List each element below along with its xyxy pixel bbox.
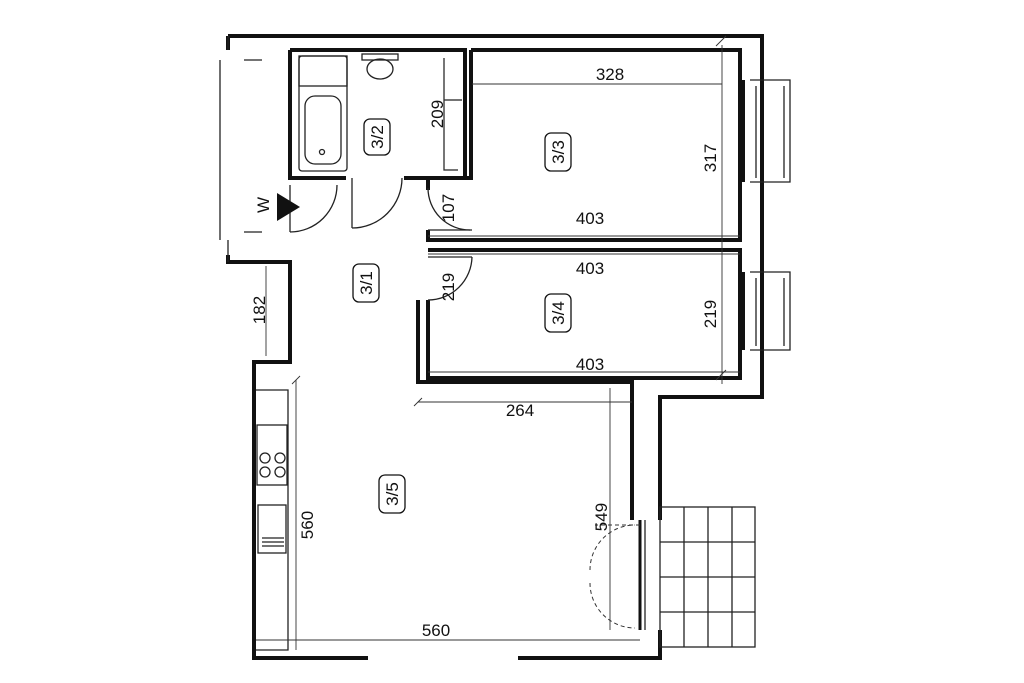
svg-text:3/2: 3/2 (368, 125, 387, 149)
room-3-4 (426, 248, 791, 380)
dim-209: 209 (428, 100, 447, 128)
dim-107: 107 (439, 194, 458, 222)
room-label-3-4: 3/4 (544, 293, 572, 333)
room-label-3-2: 3/2 (363, 118, 391, 156)
dim-219-door: 219 (439, 273, 458, 301)
kitchen-counter (256, 389, 289, 651)
dimension-labels: 328 209 317 107 403 403 219 219 403 182 … (250, 65, 720, 640)
svg-text:3/5: 3/5 (383, 482, 402, 506)
dim-328: 328 (596, 65, 624, 84)
dim-317: 317 (701, 144, 720, 172)
dim-403-a: 403 (576, 209, 604, 228)
dimension-lines (256, 35, 740, 650)
entrance-arrow-icon (277, 193, 300, 221)
room-3-3 (426, 48, 791, 242)
dim-560-v: 560 (298, 511, 317, 539)
svg-text:3/3: 3/3 (549, 140, 568, 164)
dim-264: 264 (506, 401, 534, 420)
entrance-marker: W (254, 193, 300, 221)
room-label-3-3: 3/3 (544, 132, 572, 172)
outer-walls (219, 34, 764, 660)
dim-403-b: 403 (576, 259, 604, 278)
dim-560-h: 560 (422, 621, 450, 640)
entrance-label: W (254, 197, 273, 213)
dim-403-c: 403 (576, 355, 604, 374)
room-label-3-5: 3/5 (378, 474, 406, 514)
dim-219: 219 (701, 300, 720, 328)
room-label-3-1: 3/1 (352, 263, 380, 303)
svg-text:3/4: 3/4 (549, 301, 568, 325)
doors (289, 177, 640, 629)
svg-text:3/1: 3/1 (357, 271, 376, 295)
dim-182: 182 (250, 296, 269, 324)
dim-549: 549 (592, 503, 611, 531)
hall-living-wall (416, 300, 634, 520)
balcony-grid (638, 506, 756, 648)
